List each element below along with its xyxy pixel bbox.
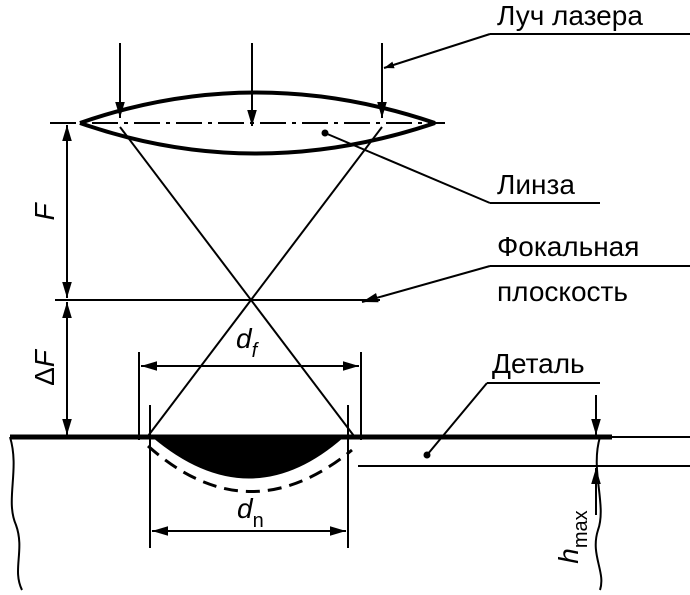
label-delta-F: ΔF: [29, 348, 60, 386]
label-focal-length-F: F: [29, 202, 60, 221]
focusing-rays: [119, 126, 383, 437]
pool-diameter-dn-dimension: [149, 405, 349, 548]
laser-beam-arrows: [115, 43, 387, 126]
label-delta-symbol: Δ: [29, 367, 60, 386]
lens-shape: [50, 90, 445, 156]
label-h-max-main: h: [553, 548, 584, 564]
label-d-n: dn: [237, 493, 264, 532]
label-lens: Линза: [497, 169, 575, 200]
label-laser-beam: Луч лазера: [497, 0, 643, 31]
label-d-f-sub: f: [252, 340, 260, 362]
label-d-n-main: d: [237, 493, 254, 524]
heat-affected-zone-boundary: [147, 444, 353, 493]
label-h-max: hmax: [553, 510, 592, 563]
label-d-n-sub: n: [253, 510, 264, 532]
leader-lines: [321, 33, 690, 459]
label-d-f-main: d: [236, 323, 253, 354]
label-h-max-sub: max: [570, 510, 592, 548]
label-part: Деталь: [492, 348, 585, 379]
svg-text:ΔF: ΔF: [29, 348, 60, 386]
label-F: F: [29, 202, 60, 221]
melt-pool: [152, 437, 344, 479]
spot-diameter-df-dimension: [138, 352, 362, 440]
label-d-f: df: [236, 323, 260, 362]
label-delta-F-letter: F: [29, 348, 60, 367]
label-focal-plane-line2: плоскость: [497, 276, 628, 307]
svg-text:hmax: hmax: [553, 510, 592, 563]
label-focal-plane-line1: Фокальная: [497, 231, 639, 262]
